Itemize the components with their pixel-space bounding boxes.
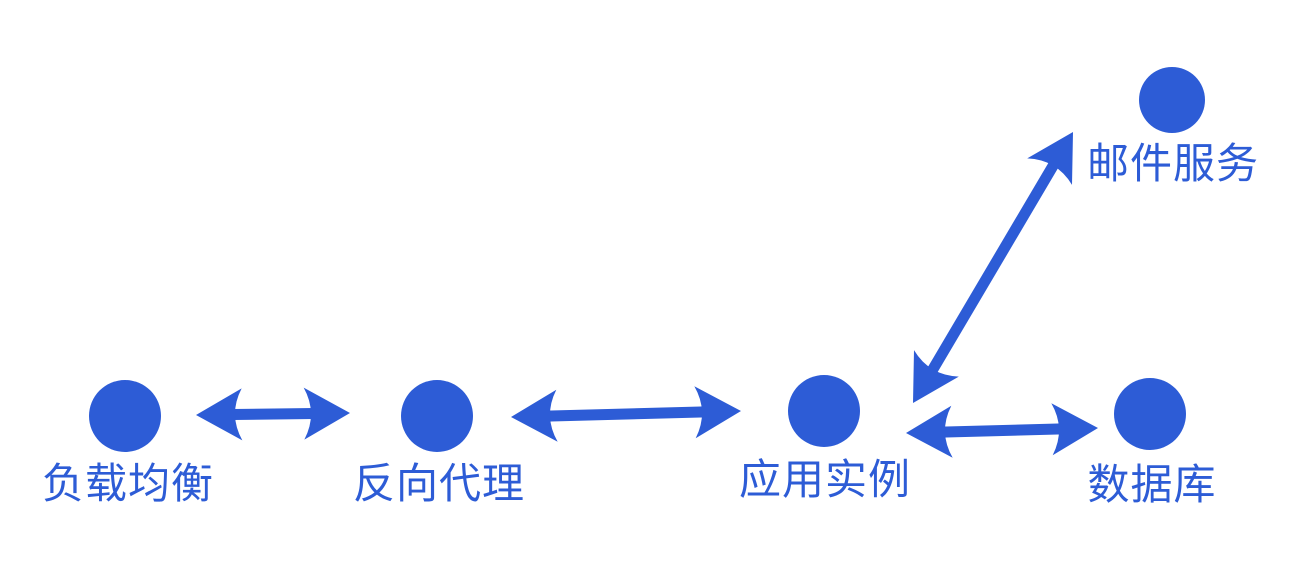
node-label-database: 数据库: [1087, 461, 1216, 508]
edge-shaft: [531, 406, 721, 422]
node-label-reverse-proxy: 反向代理: [353, 460, 525, 507]
arrowhead-icon: [303, 387, 350, 440]
node-circle-app-instance: [788, 375, 860, 447]
diagram-node-load-balancer: 负载均衡: [42, 380, 214, 507]
diagram-node-database: 数据库: [1087, 378, 1216, 508]
node-circle-reverse-proxy: [401, 380, 473, 452]
edge-shaft: [926, 423, 1078, 438]
node-label-mail-service: 邮件服务: [1087, 140, 1259, 187]
arrowhead-icon: [196, 388, 243, 441]
arrowhead-icon: [1027, 132, 1073, 185]
edge-app-mail: [913, 132, 1073, 403]
arrowhead-icon: [913, 350, 959, 403]
arrowhead-icon: [511, 389, 558, 442]
arrowhead-icon: [906, 405, 953, 458]
node-circle-mail-service: [1139, 67, 1205, 133]
diagram-node-reverse-proxy: 反向代理: [353, 380, 525, 507]
edge-shaft: [920, 148, 1066, 387]
diagram-node-mail-service: 邮件服务: [1087, 67, 1259, 187]
arrowhead-icon: [694, 386, 741, 439]
node-label-app-instance: 应用实例: [739, 456, 911, 503]
node-circle-load-balancer: [89, 380, 161, 452]
edge-app-db: [906, 403, 1098, 458]
edge-lb-rp: [196, 387, 350, 441]
node-circle-database: [1114, 378, 1186, 450]
node-label-load-balancer: 负载均衡: [42, 460, 214, 507]
edge-shaft: [216, 407, 330, 421]
diagram-node-app-instance: 应用实例: [739, 375, 911, 503]
arrowhead-icon: [1051, 403, 1098, 456]
edge-rp-app: [511, 386, 741, 442]
